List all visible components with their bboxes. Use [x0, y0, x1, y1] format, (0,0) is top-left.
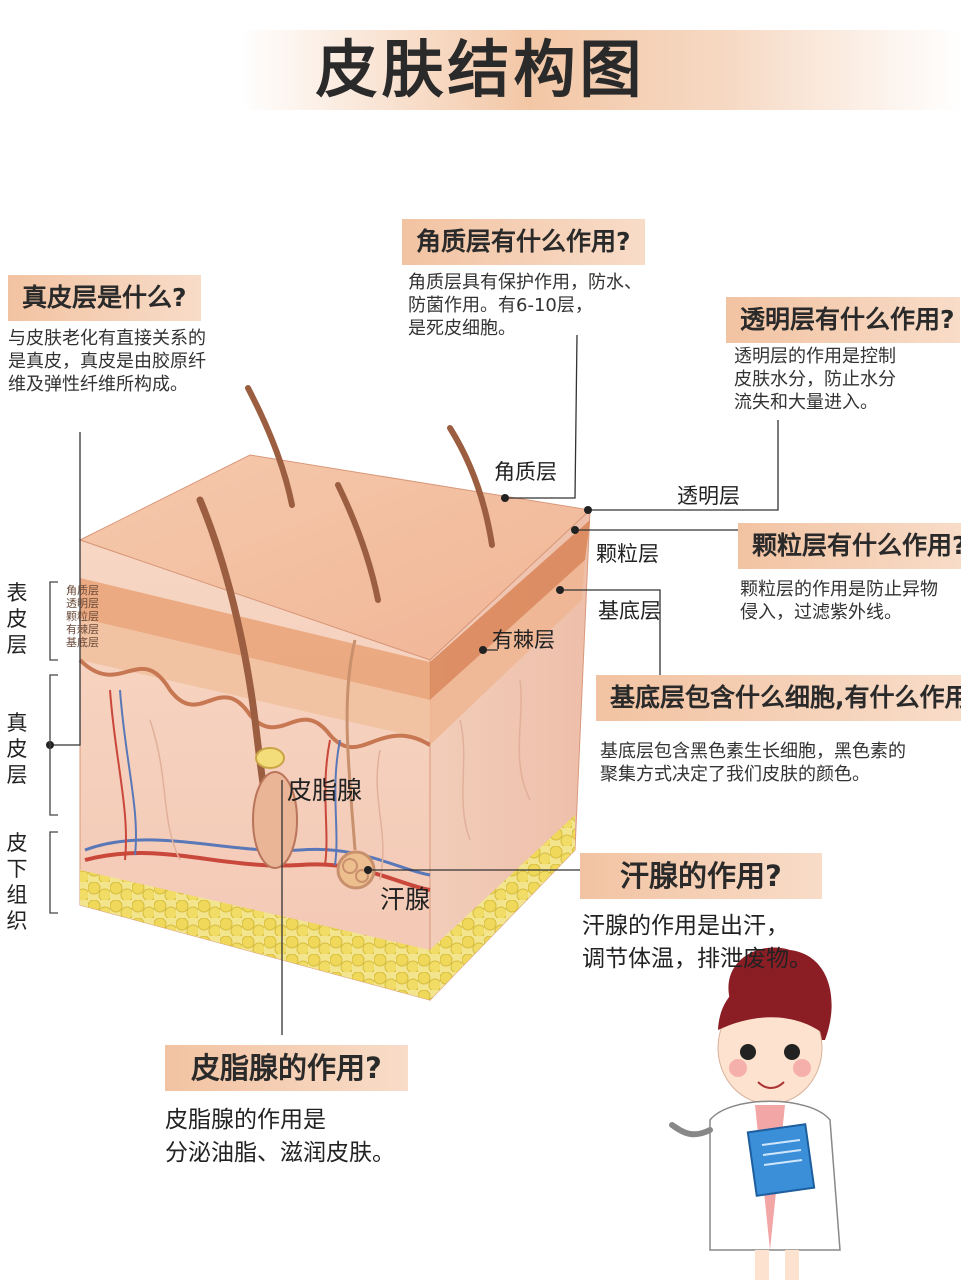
- hair-follicle: [252, 771, 298, 869]
- leader-corneum: [505, 334, 578, 499]
- question-sweat: 汗腺的作用?: [580, 853, 822, 899]
- question-sebaceous: 皮脂腺的作用?: [165, 1045, 408, 1091]
- leader-dermis: [50, 432, 81, 746]
- leader-lucidum: [588, 420, 779, 511]
- sebaceous-gland-shape: [255, 747, 285, 769]
- hair-strand: [245, 385, 295, 508]
- mini-layer-labels: 角质层 透明层 颗粒层 有棘层 基底层: [66, 584, 99, 649]
- page-title: 皮肤结构图: [315, 33, 646, 106]
- hair-strand: [447, 425, 495, 548]
- label-corneum: 角质层: [494, 460, 557, 484]
- epidermis-band-side: [430, 520, 590, 700]
- question-granulosum: 颗粒层有什么作用?: [738, 523, 961, 569]
- hair-strand: [335, 482, 381, 603]
- blood-vessel-red: [84, 851, 431, 892]
- subcutaneous-fat-front: [80, 870, 430, 1000]
- label-basale: 基底层: [598, 599, 661, 623]
- question-dermis: 真皮层是什么?: [8, 275, 201, 321]
- label-lucidum: 透明层: [677, 484, 740, 508]
- answer-corneum: 角质层具有保护作用，防水、 防菌作用。有6-10层， 是死皮细胞。: [408, 272, 642, 339]
- doctor-character: [669, 947, 841, 1280]
- sweat-duct: [345, 639, 357, 851]
- label-spinosum: 有棘层: [492, 628, 555, 652]
- answer-basale: 基底层包含黑色素生长细胞，黑色素的 聚集方式决定了我们皮肤的颜色。: [600, 741, 906, 785]
- question-basale: 基底层包含什么细胞,有什么作用?: [596, 675, 961, 721]
- title-banner: [0, 30, 961, 110]
- epidermis-band-front: [80, 578, 430, 700]
- subcutaneous-fat-side: [430, 815, 575, 1000]
- label-granulosum: 颗粒层: [596, 542, 659, 566]
- side-label-epidermis: 表 皮 层: [6, 581, 28, 657]
- question-corneum: 角质层有什么作用?: [402, 219, 645, 265]
- question-lucidum: 透明层有什么作用?: [726, 297, 960, 343]
- answer-lucidum: 透明层的作用是控制 皮肤水分，防止水分 流失和大量进入。: [734, 346, 896, 413]
- answer-sebaceous: 皮脂腺的作用是 分泌油脂、滋润皮肤。: [165, 1107, 395, 1166]
- label-sebaceous: 皮脂腺: [287, 776, 363, 805]
- side-label-subcutis: 皮 下 组 织: [6, 831, 28, 933]
- label-sweat: 汗腺: [380, 885, 431, 914]
- answer-dermis: 与皮肤老化有直接关系的 是真皮，真皮是由胶原纤 维及弹性纤维所构成。: [8, 328, 206, 395]
- side-label-dermis: 真 皮 层: [6, 711, 28, 787]
- answer-sweat: 汗腺的作用是出汗， 调节体温，排泄废物。: [582, 913, 812, 972]
- answer-granulosum: 颗粒层的作用是防止异物 侵入，过滤紫外线。: [740, 579, 938, 623]
